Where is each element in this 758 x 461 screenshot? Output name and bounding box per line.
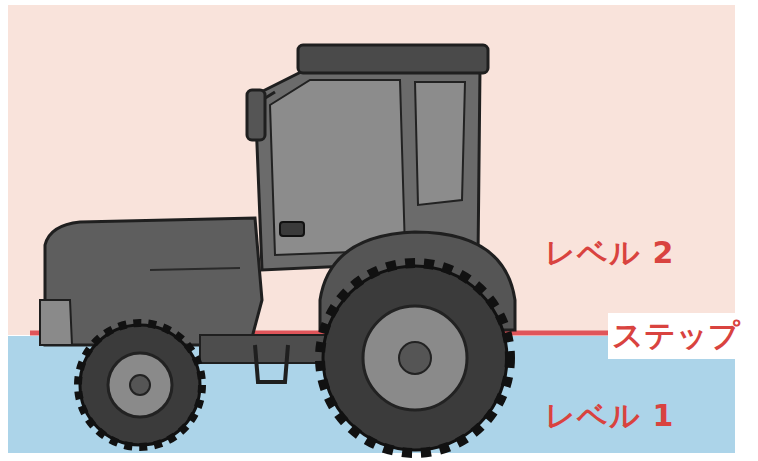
front-tread [78,323,202,447]
rear-axle [399,342,431,374]
step-label: ステップ [608,313,744,359]
hood-detail [150,268,240,270]
tractor-cabin [255,68,480,270]
door-handle [280,222,304,236]
chassis [200,335,340,363]
step [255,345,288,382]
front-hub [108,353,172,417]
rear-hub [363,306,467,410]
mirror [247,90,265,140]
level-label: レベル 1 [545,396,674,437]
rear-tire [323,266,507,450]
tractor-hood [45,218,262,345]
tractor-grille [40,300,72,345]
cabin-door-window [270,80,405,255]
level-band: レベル 2 [8,5,735,335]
rear-fender [320,232,515,330]
step-line [30,331,612,336]
level-label: レベル 2 [545,233,674,274]
cabin-roof [298,45,488,73]
rear-tread [320,263,510,453]
cabin-rear-window [415,82,465,205]
front-axle [130,375,150,395]
mirror-arm [262,92,275,100]
front-tire [80,325,200,445]
